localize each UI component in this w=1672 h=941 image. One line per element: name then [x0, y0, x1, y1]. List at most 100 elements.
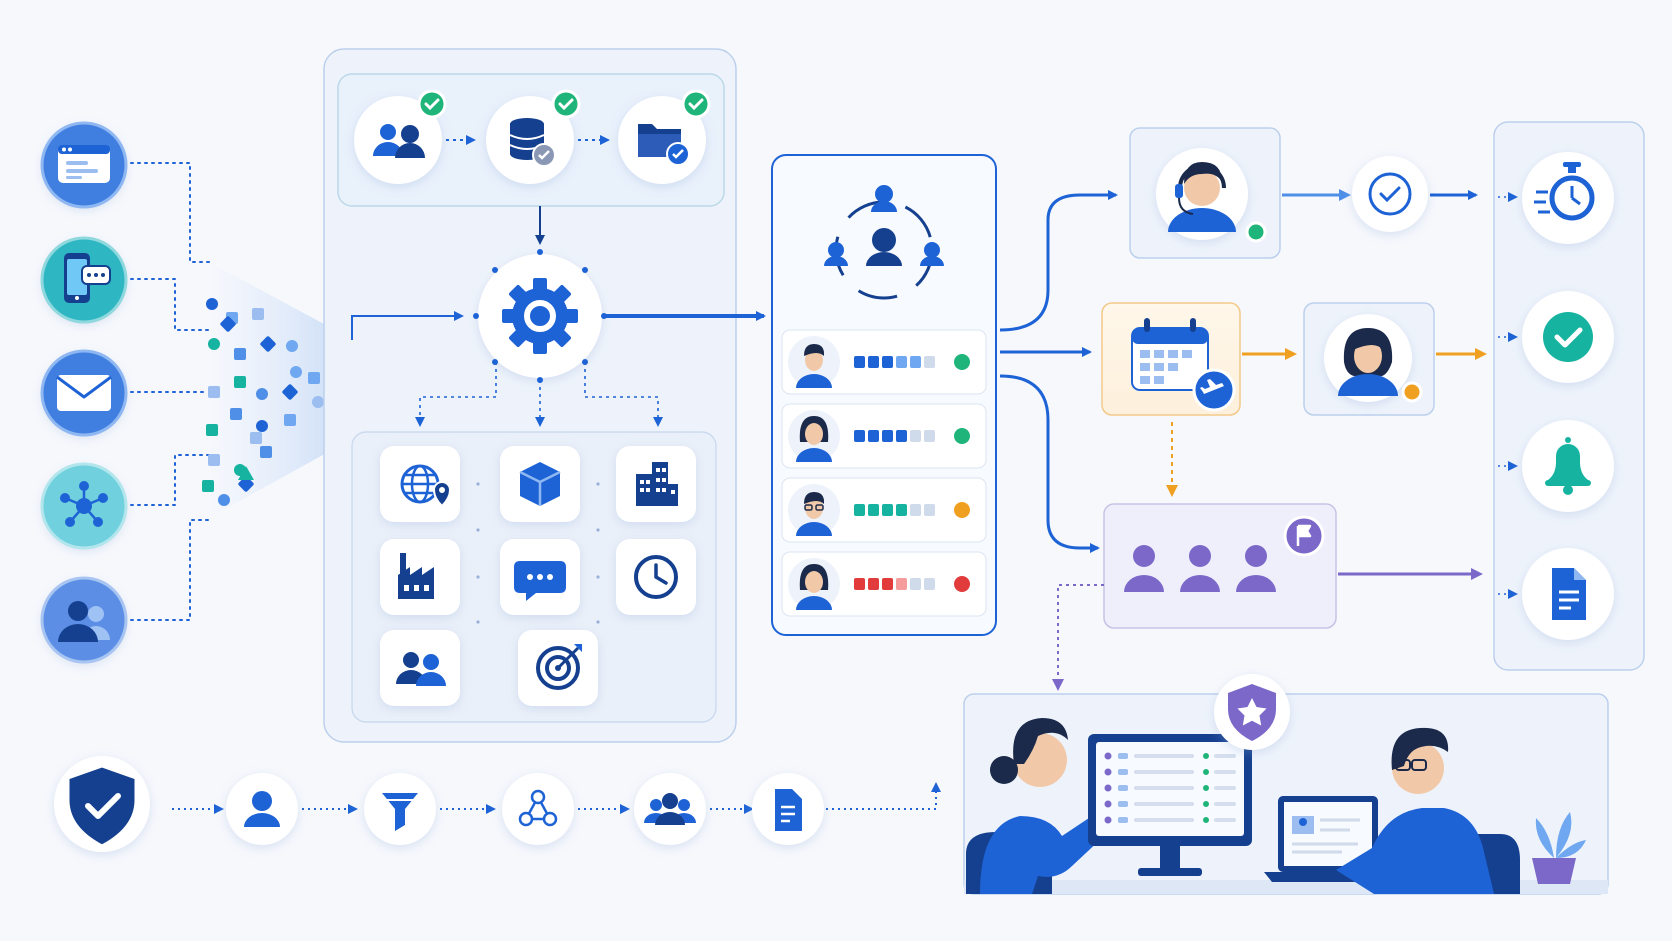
data-dot: [234, 376, 246, 388]
monitor-row-bar: [1214, 754, 1236, 758]
data-dot: [218, 494, 230, 506]
monitor-row-bar: [1134, 786, 1194, 790]
email-envelope-icon[interactable]: [40, 349, 128, 437]
monitor-row-status: [1203, 769, 1209, 775]
monitor-row-status: [1203, 801, 1209, 807]
agent-status-dot: [954, 428, 970, 444]
data-dot: [208, 338, 220, 350]
data-dot: [206, 424, 218, 436]
agent-load-bar: [854, 356, 935, 368]
data-dot: [206, 298, 218, 310]
schedule-route[interactable]: [1101, 302, 1241, 416]
ingest-database-icon[interactable]: [486, 89, 581, 184]
monitor-row-marker: [1104, 784, 1112, 792]
globe-location-icon[interactable]: [380, 446, 460, 522]
chain-group-icon[interactable]: [634, 773, 706, 845]
target-icon[interactable]: [518, 630, 598, 706]
data-dot: [250, 432, 262, 444]
grid-dot: [596, 528, 600, 532]
notification-bell-icon[interactable]: [1522, 420, 1614, 512]
gear-hub[interactable]: [456, 232, 624, 400]
agent-row-agent-glasses[interactable]: [781, 477, 987, 543]
grid-dot: [476, 575, 480, 579]
monitor-row-status: [1203, 817, 1209, 823]
monitor-row-bar: [1214, 786, 1236, 790]
agent-status-dot: [954, 502, 970, 518]
stopwatch-icon[interactable]: [1522, 152, 1614, 244]
agent-avatar: [788, 558, 840, 610]
data-dot: [282, 384, 298, 400]
monitor-row-bar: [1214, 802, 1236, 806]
agent-load-bar: [854, 430, 935, 442]
data-dot: [220, 316, 236, 332]
monitor-row-bar: [1214, 770, 1236, 774]
mobile-chat-icon[interactable]: [40, 236, 128, 324]
agent-load-bar: [854, 578, 935, 590]
monitor-row-bar: [1134, 754, 1194, 758]
grid-dot: [476, 482, 480, 486]
office-buildings-icon[interactable]: [616, 446, 696, 522]
monitor-row-marker: [1104, 800, 1112, 808]
report-document-icon[interactable]: [1522, 548, 1614, 640]
data-dot: [260, 446, 272, 458]
data-dot: [202, 480, 214, 492]
agent-row-agent-male[interactable]: [781, 329, 987, 395]
monitor-row-bar: [1214, 818, 1236, 822]
grid-dot: [476, 528, 480, 532]
chain-filter-icon[interactable]: [364, 773, 436, 845]
data-dot: [238, 476, 254, 492]
operator-man-illustration: [1336, 727, 1520, 894]
data-dot: [234, 348, 246, 360]
data-dot: [284, 414, 296, 426]
grid-dot: [596, 620, 600, 624]
chat-bubble-icon[interactable]: [500, 539, 580, 615]
ingest-folder-icon[interactable]: [618, 89, 711, 184]
data-dot: [208, 386, 220, 398]
data-dot: [308, 372, 320, 384]
ingest-users-icon[interactable]: [354, 89, 447, 184]
monitor-row-bar: [1118, 801, 1128, 807]
network-hub-icon[interactable]: [40, 462, 128, 550]
support-route[interactable]: [1129, 127, 1281, 259]
female-specialist-icon[interactable]: [1303, 302, 1435, 416]
chain-document-icon[interactable]: [752, 773, 824, 845]
source-channels: [40, 121, 211, 664]
grid-dot: [596, 575, 600, 579]
agent-avatar: [788, 336, 840, 388]
package-box-icon[interactable]: [500, 446, 580, 522]
team-route[interactable]: [1103, 503, 1337, 629]
monitor-row-bar: [1134, 802, 1194, 806]
grid-dot: [476, 620, 480, 624]
chain-user-icon[interactable]: [226, 773, 298, 845]
monitor-row-bar: [1134, 818, 1194, 822]
route-connectors: [999, 190, 1118, 553]
agent-row-agent-female[interactable]: [781, 403, 987, 469]
monitor-row-bar: [1134, 770, 1194, 774]
data-dot: [290, 366, 302, 378]
data-dot: [256, 420, 268, 432]
agent-avatar: [788, 484, 840, 536]
monitor-row-marker: [1104, 816, 1112, 824]
data-dot: [238, 466, 254, 480]
shield-check-icon[interactable]: [54, 756, 150, 852]
monitor-row-bar: [1118, 817, 1128, 823]
clock-icon[interactable]: [616, 539, 696, 615]
security-chain: [54, 756, 941, 852]
agent-status-dot: [954, 576, 970, 592]
factory-icon[interactable]: [380, 539, 460, 615]
security-badge-icon[interactable]: [1214, 674, 1290, 750]
plant-illustration: [1532, 812, 1586, 884]
grid-dot: [596, 482, 600, 486]
monitor-row-marker: [1104, 752, 1112, 760]
team-icon[interactable]: [380, 630, 460, 706]
processing-panel: [323, 48, 737, 743]
browser-window-icon[interactable]: [40, 121, 128, 209]
chain-nodes-icon[interactable]: [502, 773, 574, 845]
user-group-icon[interactable]: [40, 576, 128, 664]
agent-row-agent-female-2[interactable]: [781, 551, 987, 617]
data-dot: [260, 336, 276, 352]
agent-load-bar: [854, 504, 935, 516]
done-check-icon[interactable]: [1522, 291, 1614, 383]
monitor-row-status: [1203, 785, 1209, 791]
